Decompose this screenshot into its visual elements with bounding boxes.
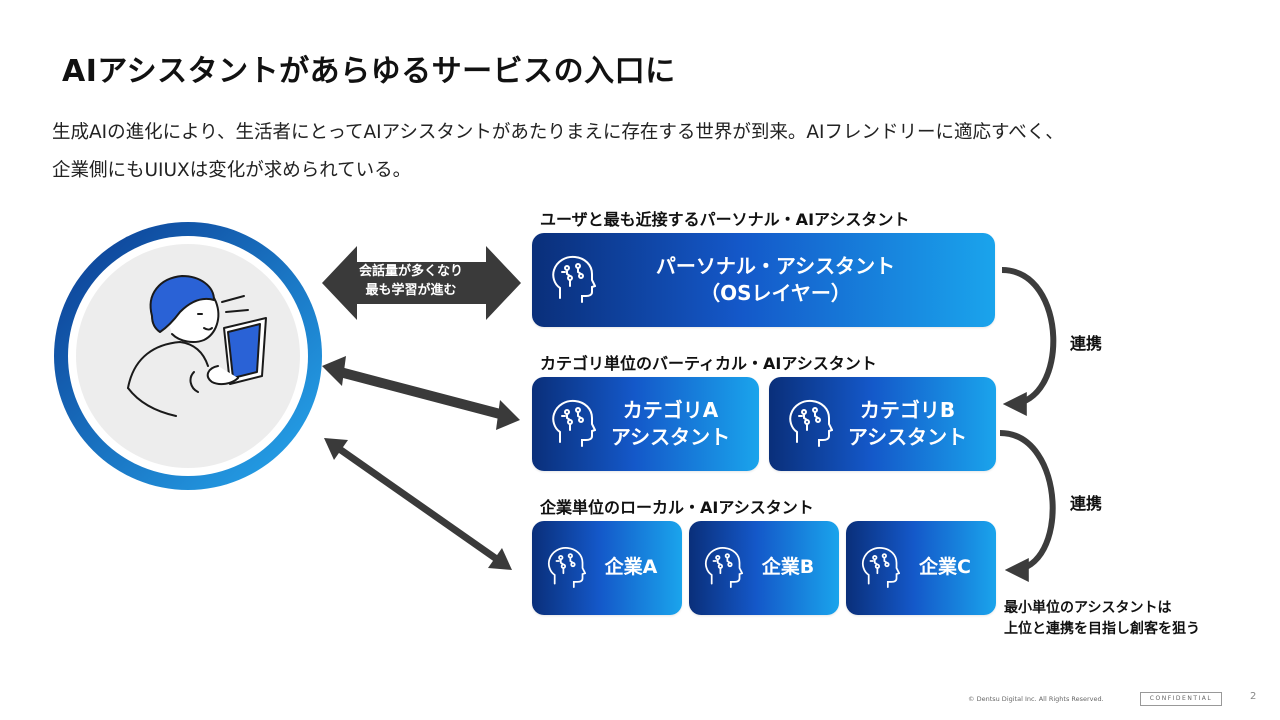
ai-head-icon — [789, 399, 833, 447]
arrow-top-label: 会話量が多くなり 最も学習が進む — [358, 264, 463, 298]
category-a-line2: アシスタント — [610, 425, 731, 449]
lead-text: 生成AIの進化により、生活者にとってAIアシスタントがあたりまえに存在する世界が… — [52, 114, 1252, 190]
note-line-2: 上位と連携を目指し創客を狙う — [1004, 621, 1200, 637]
ai-head-icon — [547, 547, 586, 588]
person-with-tablet-illustration — [127, 275, 267, 417]
link-label-1: 連携 — [1070, 334, 1103, 353]
category-a-line1: カテゴリA — [622, 398, 719, 422]
confidential-badge: CONFIDENTIAL — [1140, 692, 1222, 706]
page-title: AIアシスタントがあらゆるサービスの入口に — [62, 54, 676, 89]
link-label-2: 連携 — [1070, 494, 1103, 513]
local-section-label: 企業単位のローカル・AIアシスタント — [540, 498, 814, 517]
company-a-label: 企業A — [604, 556, 658, 579]
category-b-line1: カテゴリB — [859, 398, 956, 422]
user-circle-illustration — [54, 222, 322, 490]
double-arrow-local — [324, 438, 512, 570]
company-a-box: 企業A — [532, 521, 682, 615]
category-b-box: カテゴリB アシスタント — [769, 377, 996, 471]
ai-head-icon — [552, 399, 596, 447]
double-arrow-vertical — [322, 356, 520, 430]
personal-box-line1: パーソナル・アシスタント — [655, 254, 896, 278]
personal-section-label: ユーザと最も近接するパーソナル・AIアシスタント — [540, 210, 910, 229]
link-arrow-2 — [999, 430, 1056, 582]
ai-head-icon — [704, 547, 743, 588]
personal-assistant-box: パーソナル・アシスタント （OSレイヤー） — [532, 233, 995, 327]
company-b-label: 企業B — [761, 556, 815, 579]
double-arrow-personal — [322, 246, 521, 320]
bottom-note: 最小単位のアシスタントは 上位と連携を目指し創客を狙う — [1004, 598, 1200, 640]
company-b-box: 企業B — [689, 521, 839, 615]
link-arrow-1 — [1001, 267, 1057, 416]
company-c-label: 企業C — [919, 556, 971, 579]
lead-line-2: 企業側にもUIUXは変化が求められている。 — [52, 160, 412, 181]
category-b-line2: アシスタント — [847, 425, 968, 449]
page-number: 2 — [1250, 691, 1257, 702]
footer-copyright: © Dentsu Digital Inc. All Rights Reserve… — [968, 695, 1104, 703]
lead-line-1: 生成AIの進化により、生活者にとってAIアシスタントがあたりまえに存在する世界が… — [52, 122, 1064, 143]
company-c-box: 企業C — [846, 521, 996, 615]
note-line-1: 最小単位のアシスタントは — [1004, 600, 1172, 616]
vertical-section-label: カテゴリ単位のバーティカル・AIアシスタント — [540, 354, 877, 373]
ai-head-icon — [552, 255, 596, 303]
personal-box-line2: （OSレイヤー） — [700, 281, 851, 305]
category-a-box: カテゴリA アシスタント — [532, 377, 759, 471]
ai-head-icon — [861, 547, 900, 588]
